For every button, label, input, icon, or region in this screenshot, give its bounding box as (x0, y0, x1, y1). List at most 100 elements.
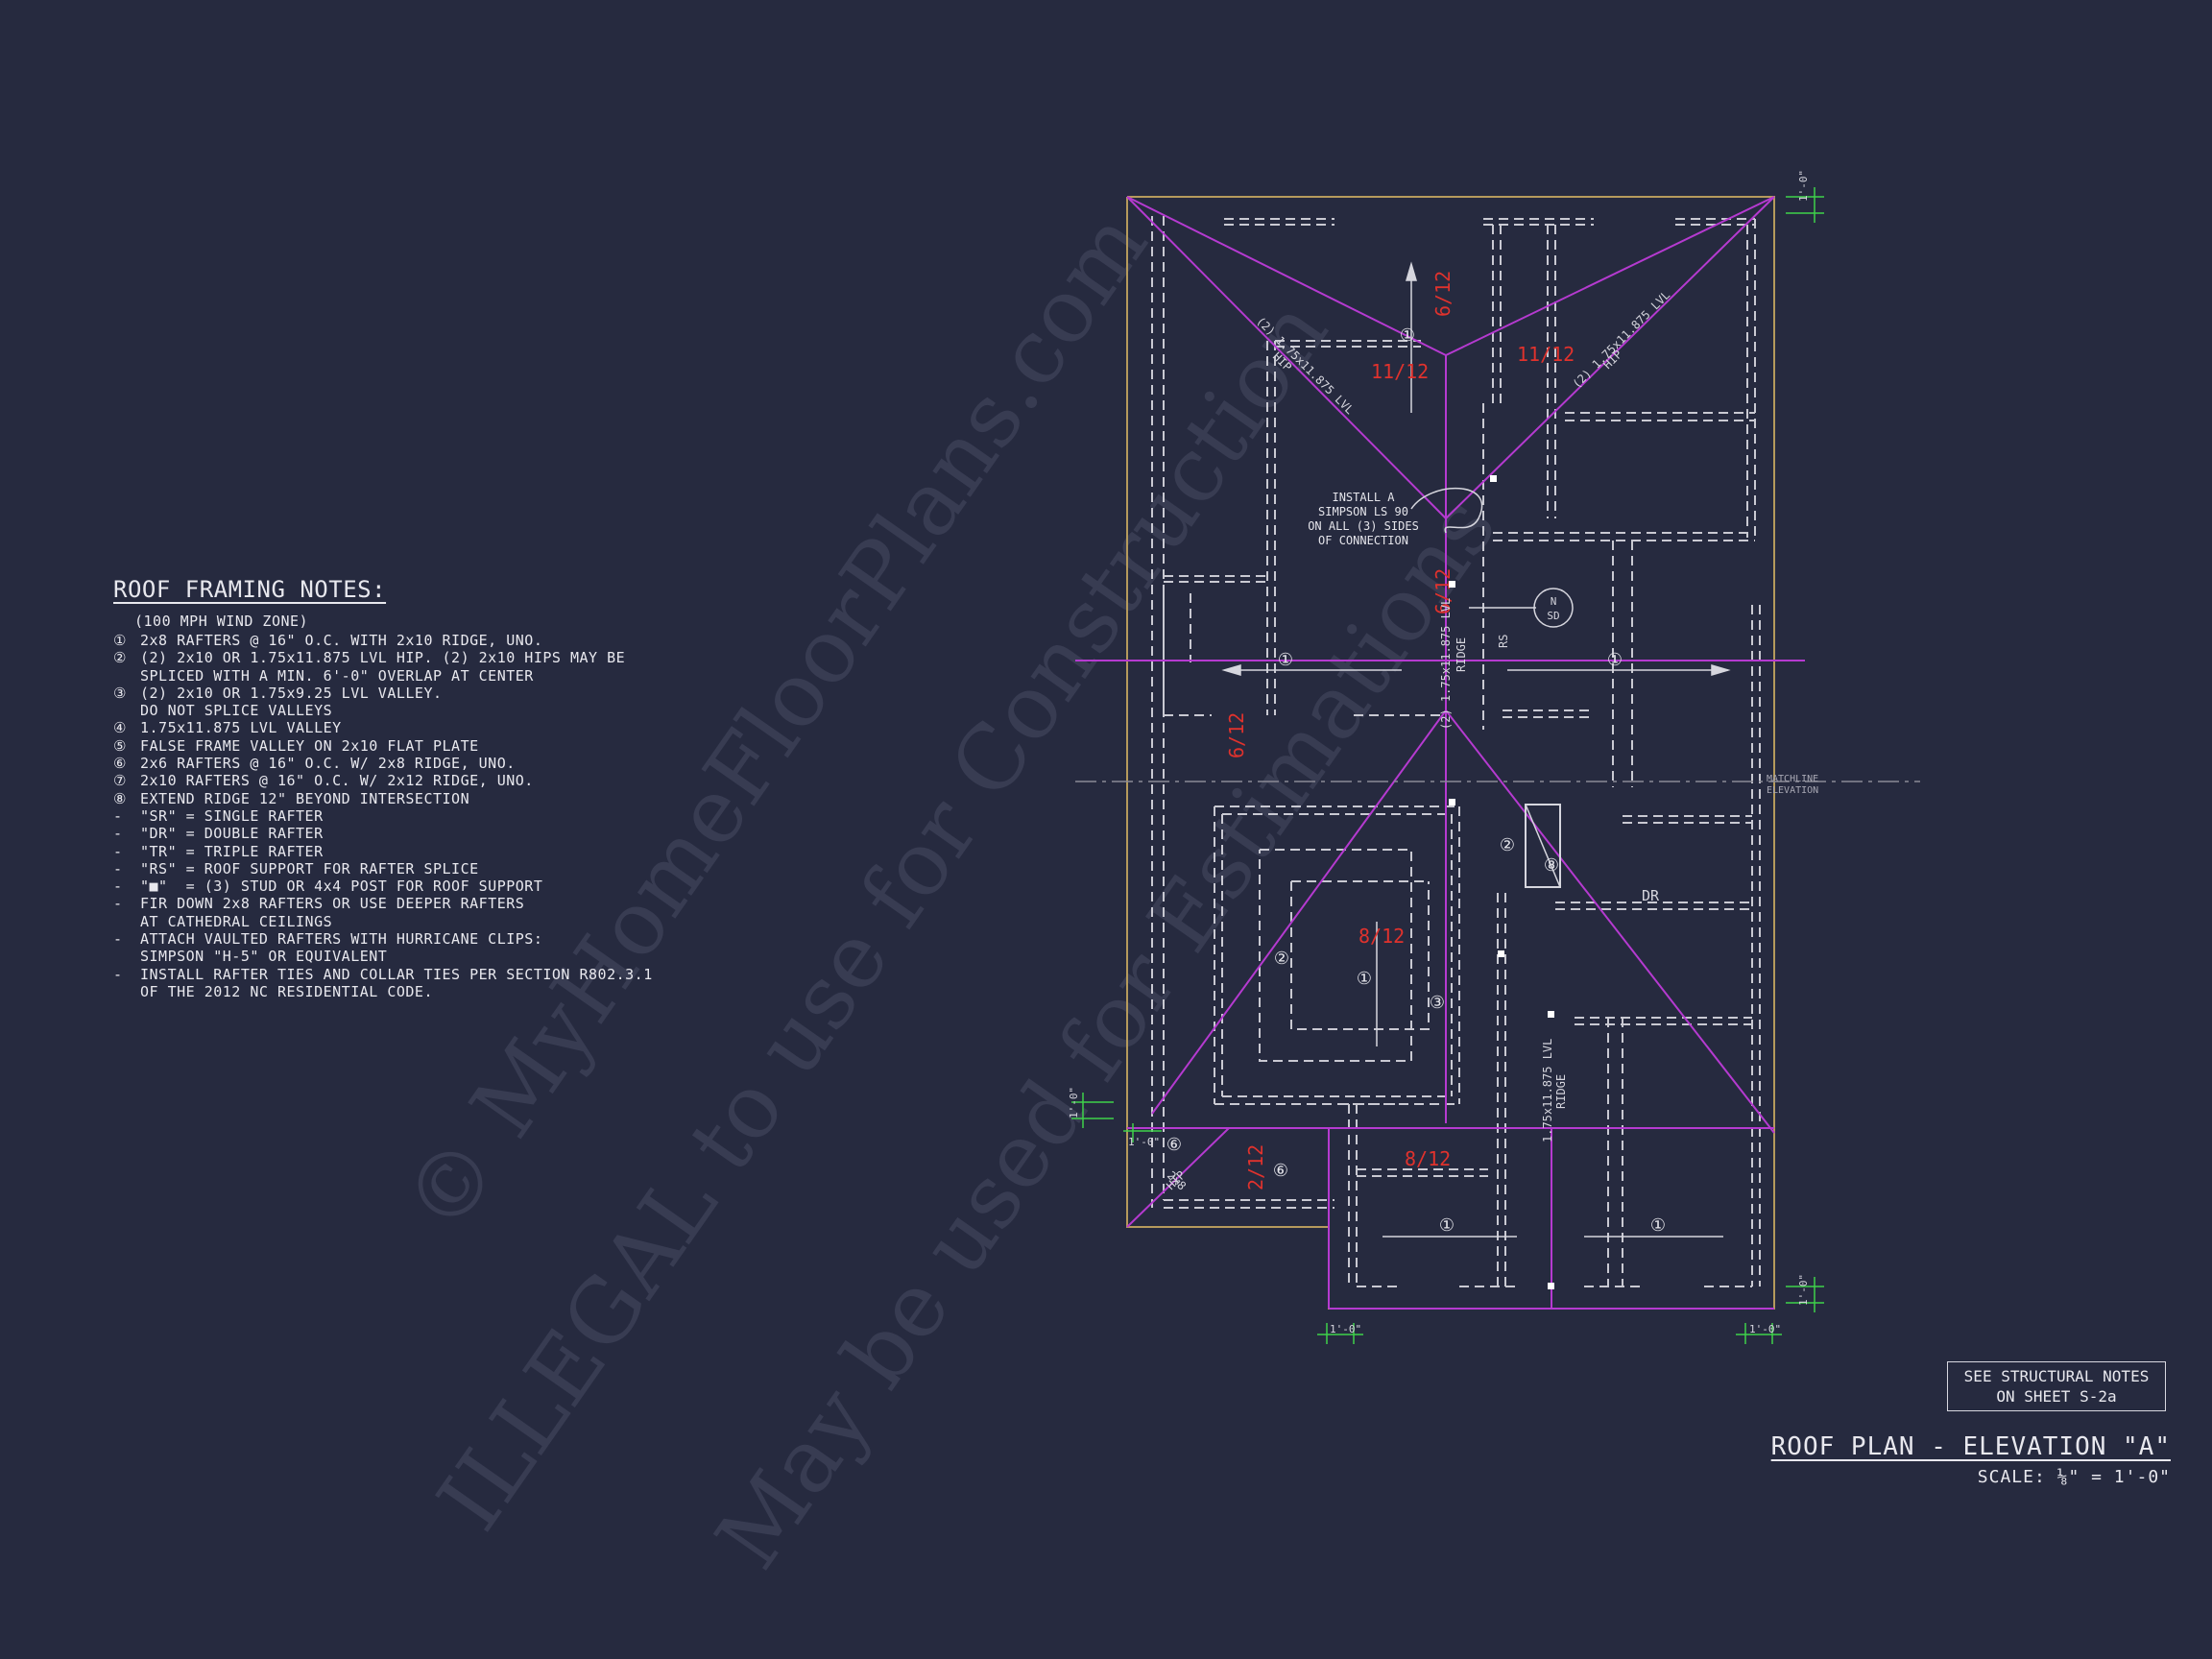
note-marker: - (113, 965, 123, 983)
note-text: "TR" = TRIPLE RAFTER (140, 842, 324, 860)
plan-marker: ② (1500, 835, 1515, 855)
dim-label: 1'-0" (1797, 170, 1810, 202)
sheet-scale: SCALE: ⅛" = 1'-0" (1977, 1467, 2171, 1487)
note-item: SPLICED WITH A MIN. 6'-0" OVERLAP AT CEN… (113, 667, 653, 685)
notes-title: ROOF FRAMING NOTES: (113, 576, 387, 603)
plan-marker: ① (1400, 325, 1415, 346)
note-marker: ① (113, 632, 127, 649)
note-item: AT CATHEDRAL CEILINGS (113, 913, 653, 930)
plan-marker: ⑥ (1273, 1161, 1288, 1181)
matchline-label: MATCHLINE ELEVATION (1767, 774, 1818, 796)
plan-marker: ① (1607, 650, 1623, 670)
note-marker: ③ (113, 684, 127, 702)
rs-label: RS (1497, 635, 1510, 648)
note-text: FIR DOWN 2x8 RAFTERS OR USE DEEPER RAFTE… (140, 895, 525, 913)
ridge-label: RIDGE (1455, 637, 1468, 672)
note-marker: ⑥ (113, 755, 127, 773)
ridge-label: (2) 1.75x11.875 LVL (1439, 598, 1453, 730)
note-item: ① 2x8 RAFTERS @ 16" O.C. WITH 2x10 RIDGE,… (113, 632, 653, 649)
note-item: -ATTACH VAULTED RAFTERS WITH HURRICANE C… (113, 930, 653, 948)
note-marker: - (113, 930, 123, 949)
dimension-text: 1'-0" 1'-0" 1'-0" 1'-0" 1'-0" 1'-0" (1068, 170, 1810, 1335)
note-text: 1.75x11.875 LVL VALLEY (140, 719, 342, 737)
rafter-arrows (1221, 261, 1731, 1238)
structural-notes-reference: SEE STRUCTURAL NOTES ON SHEET S-2a (1947, 1361, 2166, 1411)
note-text: "SR" = SINGLE RAFTER (140, 806, 324, 825)
note-marker (113, 913, 140, 930)
ridge-label: 1.75x11.875 LVL (1541, 1039, 1554, 1142)
plan-marker: ① (1650, 1215, 1666, 1236)
plan-marker: ① (1278, 650, 1293, 670)
note-marker (113, 948, 140, 965)
note-item: OF THE 2012 NC RESIDENTIAL CODE. (113, 983, 653, 1000)
reference-line: SEE STRUCTURAL NOTES (1963, 1367, 2150, 1385)
note-item: -"RS" = ROOF SUPPORT FOR RAFTER SPLICE (113, 860, 653, 878)
note-text: "RS" = ROOF SUPPORT FOR RAFTER SPLICE (140, 859, 479, 878)
callout-line: SIMPSON LS 90 (1318, 505, 1408, 518)
pitch-label: 8/12 (1358, 925, 1405, 948)
hip-lines (1075, 196, 1805, 1310)
dim-label: 1'-0" (1330, 1323, 1361, 1335)
note-marker: - (113, 878, 123, 896)
note-item: -"TR" = TRIPLE RAFTER (113, 843, 653, 860)
notes-wind-zone: (100 MPH WIND ZONE) (134, 613, 309, 630)
note-item: -FIR DOWN 2x8 RAFTERS OR USE DEEPER RAFT… (113, 895, 653, 912)
wall-lines (1151, 216, 1761, 1287)
sd-text: N (1551, 595, 1557, 608)
pitch-label: 6/12 (1225, 712, 1248, 758)
matchline-text: MATCHLINE (1767, 774, 1818, 784)
note-text: "■" = (3) STUD OR 4x4 POST FOR ROOF SUPP… (140, 878, 543, 896)
note-text: OF THE 2012 NC RESIDENTIAL CODE. (140, 982, 433, 1000)
sd-marker: N SD (1533, 588, 1574, 628)
reference-line: ON SHEET S-2a (1996, 1387, 2117, 1406)
dim-label: 1'-0" (1749, 1323, 1781, 1335)
pitch-label: 11/12 (1371, 360, 1429, 383)
dim-label: 1'-0" (1128, 1136, 1160, 1148)
note-marker: ⑧ (113, 789, 127, 807)
callout-line: OF CONNECTION (1318, 534, 1408, 547)
pitch-labels: 6/12 11/12 11/12 6/12 6/12 8/12 2/12 8/1… (1225, 271, 1575, 1190)
note-marker: - (113, 895, 123, 913)
ridge-label: RIDGE (1554, 1074, 1568, 1109)
note-marker: - (113, 825, 123, 843)
dim-label: 1'-0" (1797, 1274, 1810, 1306)
note-text: 2x8 RAFTERS @ 16" O.C. WITH 2x10 RIDGE, … (140, 632, 543, 649)
note-marker (113, 702, 140, 719)
note-marker (113, 983, 140, 1000)
note-marker: - (113, 842, 123, 860)
note-marker: - (113, 806, 123, 825)
note-item: -"■" = (3) STUD OR 4x4 POST FOR ROOF SUP… (113, 878, 653, 895)
hip-label: (2) 1.75x11.875 LVL (1570, 288, 1672, 391)
callout-line: ON ALL (3) SIDES (1308, 519, 1419, 533)
note-text: 2x10 RAFTERS @ 16" O.C. W/ 2x12 RIDGE, U… (140, 772, 534, 790)
note-item: -INSTALL RAFTER TIES AND COLLAR TIES PER… (113, 966, 653, 983)
plan-marker: ① (1439, 1215, 1455, 1236)
dr-label: DR (1642, 887, 1660, 904)
note-text: FALSE FRAME VALLEY ON 2x10 FLAT PLATE (140, 736, 479, 755)
note-item: DO NOT SPLICE VALLEYS (113, 702, 653, 719)
beam-box-diag (1525, 804, 1561, 888)
note-text: "DR" = DOUBLE RAFTER (140, 825, 324, 843)
note-text: (2) 2x10 OR 1.75x9.25 LVL VALLEY. (140, 684, 443, 702)
simpson-callout: INSTALL A SIMPSON LS 90 ON ALL (3) SIDES… (1308, 491, 1419, 547)
note-text: SPLICED WITH A MIN. 6'-0" OVERLAP AT CEN… (140, 666, 534, 685)
sd-text: SD (1547, 610, 1559, 622)
note-marker (113, 667, 140, 685)
note-text: DO NOT SPLICE VALLEYS (140, 702, 333, 720)
plan-marker: ① (1357, 969, 1372, 989)
callout-line: INSTALL A (1332, 491, 1395, 504)
note-item: -"SR" = SINGLE RAFTER (113, 807, 653, 825)
note-text: INSTALL RAFTER TIES AND COLLAR TIES PER … (140, 965, 653, 983)
note-item: -"DR" = DOUBLE RAFTER (113, 825, 653, 842)
note-item: SIMPSON "H-5" OR EQUIVALENT (113, 948, 653, 965)
plan-markers: ① ① ① ② ③ ① ⑥ ⑥ ① ① ② ⑧ (1166, 325, 1666, 1236)
pitch-label: 6/12 (1431, 568, 1455, 614)
note-item: ②(2) 2x10 OR 1.75x11.875 LVL HIP. (2) 2x… (113, 649, 653, 666)
roof-framing-notes: ROOF FRAMING NOTES: (100 MPH WIND ZONE) … (113, 576, 653, 1000)
